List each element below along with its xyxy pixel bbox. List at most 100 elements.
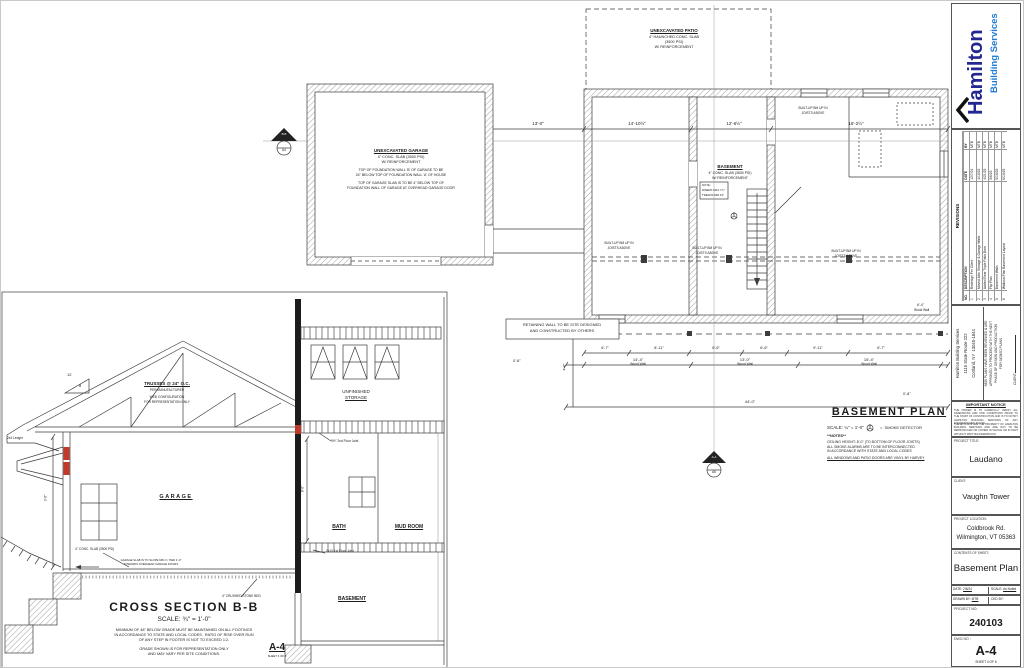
- dimension-label: 8'-11": [654, 346, 664, 350]
- contents-label: CONTENTS OF SHEET:: [954, 551, 989, 555]
- garage-note-line: 4" CONC. SLAB (3500 PSI): [377, 155, 425, 159]
- rev-header: DATE: [964, 148, 970, 181]
- client-label: CLIENT:: [954, 479, 966, 483]
- approval-date-label: DATE:: [1015, 337, 1021, 394]
- project-title-value: Laudano: [969, 454, 1003, 464]
- garage-note-line: FOUNDATION WALL OF GARAGE AT OVERHEAD GA…: [347, 186, 455, 190]
- revision-row: 3 Added Rear Triple Patio Door 4/21/25 M…: [981, 131, 989, 301]
- cross-section-note: AND MAY VARY PER SITE CONDITIONS.: [147, 652, 221, 656]
- basement-label: BASEMENT: [337, 596, 367, 602]
- revision-row: 4 Flip Plan 5/6/25 MTB: [988, 131, 995, 301]
- retaining-note-line: RETAINING WALL TO BE SITE DESIGNED: [522, 322, 602, 327]
- dimension-label: 14'-10½": [628, 121, 646, 126]
- sheet-contents-box: CONTENTS OF SHEET: Basement Plan: [951, 549, 1021, 585]
- rev-no: 6: [1001, 290, 1007, 301]
- brand-tagline: Building Services: [989, 13, 1000, 93]
- pitch-run: 8: [79, 383, 82, 388]
- rev-by: MTB: [1001, 131, 1007, 149]
- dimension-label: 0'-8": [903, 392, 911, 396]
- brand-name: Hamilton: [965, 29, 987, 115]
- basement-room-title: BASEMENT: [717, 164, 743, 169]
- cross-section-scale: SCALE: ¾" = 1'-0": [157, 616, 211, 623]
- dimension-label: 4'-6": [562, 363, 567, 371]
- rev-header: BY: [964, 131, 970, 149]
- project-location-box: PROJECT LOCATION: Coldbrook Rd. Wilmingt…: [951, 515, 1021, 549]
- dimension-label: 13'-0": [532, 121, 544, 126]
- approval-date-text: DATE:: [1020, 375, 1021, 384]
- ckd-label: CKD BY:: [991, 597, 1004, 601]
- project-title-label: PROJECT TITLE:: [954, 439, 980, 443]
- date-scale-row: DATE: 2/6/24 SCALE: As Noted: [951, 585, 1021, 596]
- dimension-label: 9'-0": [43, 494, 48, 502]
- cross-section-title: CROSS SECTION B-B: [109, 600, 259, 614]
- plan-note: ALL SMOKE ALARMS ARE TO BE INTERCONNECTE…: [827, 445, 915, 449]
- notice-paragraph: THESE PLANS ARE THE PROPERTY OF HAMILTON…: [954, 423, 1018, 436]
- revision-row: 5 Basement Walls 5/19/25 MTB: [994, 131, 1001, 301]
- firm-address: Cortland, NY 13045-1844: [971, 329, 976, 378]
- rev-desc: Added Rear Triple Patio Door: [982, 180, 989, 291]
- project-no-value: 240103: [969, 618, 1003, 629]
- rev-no: 1: [970, 290, 976, 301]
- slope-note: GARAGE SLAB IS TO SLOPE MIN ¼" PER 1'-0": [120, 558, 182, 562]
- rev-desc: Moved Attic Storage & Garage Walls: [976, 180, 982, 291]
- slope-note: TOWARDS OVERHEAD GARAGE DOORS: [123, 562, 179, 566]
- plan-note: IN ACCORDANCE WITH STATE AND LOCAL CODES: [827, 449, 912, 453]
- storage-label: STORAGE: [345, 395, 367, 400]
- project-no-label: PROJECT NO:: [954, 607, 978, 611]
- plan-note: ALL WINDOWS AND PATIO DOORS ARE VINYL BY…: [827, 456, 925, 460]
- plan-linework: [263, 5, 951, 478]
- location-value: Coldbrook Rd.: [966, 526, 1006, 532]
- pitch-rise: 12: [67, 372, 72, 377]
- dwg-no-label: DWG NO :: [954, 637, 971, 641]
- revision-row: 1 Redesign Per Client 12/7/24 MTB: [969, 131, 976, 301]
- patio-note-line: 4" HAUNCHED CONC. SLAB: [648, 35, 700, 39]
- wood-wall-label: Wood Wall: [737, 362, 753, 366]
- rev-desc: Basement Walls: [995, 180, 1001, 291]
- scale-value: As Noted: [1003, 587, 1017, 591]
- mud-room-label: MUD ROOM: [394, 524, 424, 530]
- project-title-box: PROJECT TITLE: Laudano: [951, 437, 1021, 477]
- basement-room-line: W/ REINFORCEMENT: [712, 176, 748, 180]
- beam-callout: JOISTS ABOVE: [801, 111, 825, 115]
- rev-date: 5/6/25: [989, 148, 995, 181]
- drawn-value: MTB: [971, 597, 979, 601]
- dimension-label: 9'-11": [813, 346, 823, 350]
- plan-scale: SCALE: ¼" = 1'-0": [827, 425, 864, 430]
- rev-no: 3: [982, 290, 989, 301]
- signature-line: [1018, 337, 1021, 376]
- logo-box: Hamilton Building Services: [951, 3, 1021, 129]
- plan-title: BASEMENT PLAN: [831, 406, 947, 418]
- ckd-cell: CKD BY:: [988, 597, 1004, 606]
- ledger-callout: 2x4 Ledger: [7, 436, 23, 440]
- beam-callout: BUILT-UP BM UP IN: [831, 249, 861, 253]
- dimension-label: 6'-6": [760, 346, 768, 350]
- date-cell: DATE: 2/6/24: [953, 587, 972, 591]
- client-value: Vaughn Tower: [962, 492, 1010, 501]
- rev-by: MTB: [982, 131, 989, 149]
- cross-section-note: GRADE SHOWN IS FOR REPRESENTATION ONLY: [139, 647, 229, 651]
- dimension-label: 14'-4": [632, 357, 644, 362]
- joist-callout: 9½" 2nd Floor Joist: [331, 439, 359, 443]
- dwg-no-value: A-4: [975, 643, 997, 658]
- dimension-label: 6'-6": [712, 346, 720, 350]
- rev-date: 12/7/24: [970, 148, 976, 181]
- beam-callout: BUILT-UP BM UP IN: [798, 106, 828, 110]
- sheet-of-value: SHEET 4 OF 6: [975, 660, 997, 664]
- rev-by: MTB: [976, 131, 982, 149]
- basement-room-line: 4" CONC. SLAB (3500 PSI): [708, 171, 752, 175]
- garage-note-line: 24" BELOW TOP OF FOUNDATION WALL 'A' OF …: [355, 173, 447, 177]
- wood-wall-label: Wood Wall: [861, 362, 877, 366]
- dimension-label: 12'-6½": [726, 121, 742, 126]
- slab-callout: 4" CONC. SLAB (3500 PSI): [75, 547, 115, 551]
- beam-callout: JOISTS ABOVE: [607, 246, 631, 250]
- patio-note-line: (3500 PSI): [664, 40, 684, 44]
- cross-section-note: IN ACCORDANCE TO STATE AND LOCAL CODES. …: [114, 633, 254, 637]
- wood-wall-label: Wood Wall: [630, 362, 646, 366]
- title-block-column: Hamilton Building Services REVISIONS NO.…: [951, 3, 1023, 667]
- cross-section-note: OF ANY STEP IN FOOTER IS NOT TO EXCEED 1…: [138, 638, 230, 642]
- section-marker-aa-sheet: A6: [712, 470, 716, 474]
- revisions-header-row: NO. DESCRIPTION DATE BY: [963, 131, 970, 301]
- rev-date: 5/19/25: [995, 148, 1001, 181]
- trusses-label: TRUSSES @ 24" O.C.: [144, 381, 190, 386]
